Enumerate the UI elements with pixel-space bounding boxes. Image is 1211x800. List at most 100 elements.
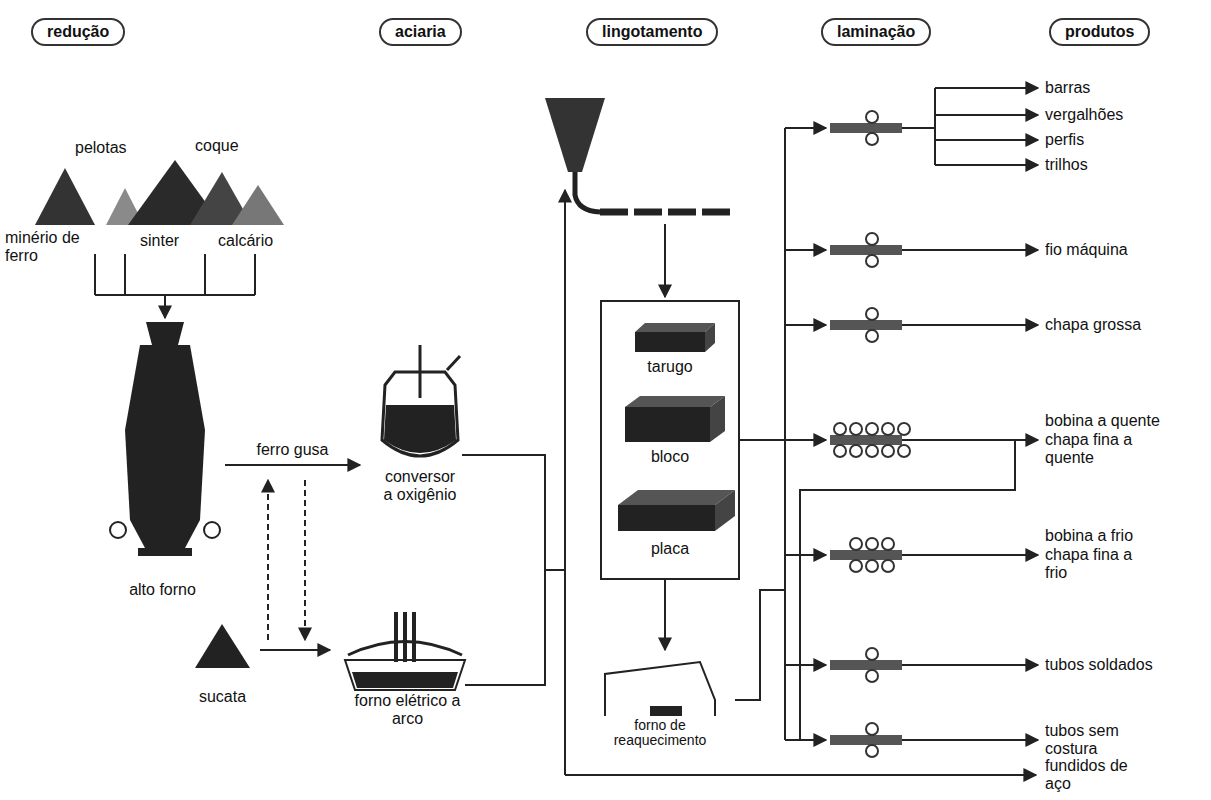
- billet-front: [635, 332, 705, 352]
- billet: [635, 323, 715, 352]
- node-label: alto forno: [129, 581, 196, 599]
- mill-roll: [834, 423, 846, 435]
- melt-line: [462, 455, 565, 685]
- castings-line: [565, 774, 1036, 776]
- mill-roll: [866, 233, 878, 245]
- mill-roll: [866, 330, 878, 342]
- mill-stand: [830, 550, 902, 560]
- mill-roll: [898, 445, 910, 457]
- return-line: [564, 190, 566, 775]
- reheating-furnace: [605, 662, 715, 716]
- mill-roll: [866, 648, 878, 660]
- billet-top: [635, 323, 715, 332]
- header-text: redução: [47, 23, 109, 41]
- oxygen-converter: [382, 345, 460, 456]
- mill-roll: [866, 745, 878, 757]
- mill-roll: [882, 423, 894, 435]
- rolling-mill: [785, 723, 1038, 757]
- product-label: vergalhões: [1045, 106, 1123, 124]
- mill-roll: [866, 560, 878, 572]
- node-label: placa: [651, 540, 689, 558]
- eaf-shell: [345, 660, 465, 690]
- material-label: pelotas: [75, 139, 127, 157]
- slab-side: [715, 490, 735, 531]
- mill-roll: [866, 133, 878, 145]
- blast-furnace: [110, 322, 220, 556]
- mill-roll: [866, 670, 878, 682]
- feed-arrow: [164, 295, 166, 318]
- strand-arrow: [664, 224, 666, 297]
- product-label: chapa grossa: [1045, 316, 1141, 334]
- product-label: trilhos: [1045, 156, 1088, 174]
- cold-feed: [800, 554, 826, 556]
- rolling-mill: [785, 423, 1038, 457]
- converter-node: conversor a oxigênio: [360, 340, 480, 515]
- scrap-node: sucata: [185, 620, 260, 715]
- product-label: perfis: [1045, 131, 1084, 149]
- flow-arrow: [260, 649, 330, 651]
- mill-feed: [785, 324, 826, 326]
- strand-segments: [600, 209, 732, 216]
- header-text: laminação: [837, 23, 915, 41]
- mill-roll: [866, 308, 878, 320]
- material-label: sinter: [140, 232, 179, 250]
- mill-stand: [830, 320, 902, 330]
- product-label: fio máquina: [1045, 241, 1128, 259]
- bloom-front: [625, 407, 710, 442]
- hot-to-cold-line: [800, 440, 1015, 740]
- reheat-shell: [605, 662, 715, 716]
- material-label: coque: [195, 137, 239, 155]
- dashed-arrow: [304, 480, 306, 640]
- stage-header: redução: [31, 18, 125, 46]
- bloom-side: [710, 396, 725, 442]
- feed-line: [95, 254, 255, 295]
- furnace-hopper: [146, 322, 184, 345]
- bloom-top: [625, 396, 725, 407]
- mill-out: [902, 127, 935, 129]
- header-text: produtos: [1065, 23, 1134, 41]
- product-arrow: [902, 439, 1038, 441]
- mill-roll: [866, 538, 878, 550]
- mill-roll: [850, 538, 862, 550]
- slab-front: [618, 505, 715, 531]
- scrap-pile: [195, 624, 250, 668]
- billet-side: [705, 323, 715, 352]
- limestone-pile: [232, 185, 284, 225]
- rolling-bus: [735, 128, 785, 740]
- mill-roll: [866, 423, 878, 435]
- stage-header: aciaria: [379, 18, 462, 46]
- cold-feed: [800, 739, 826, 741]
- product-label: bobina a quente: [1045, 412, 1160, 430]
- tundish: [545, 98, 605, 172]
- electrode: [412, 612, 416, 662]
- eaf-bath: [352, 672, 458, 688]
- hot-stove: [110, 522, 126, 538]
- electrode: [403, 612, 407, 662]
- product-arrow: [902, 249, 1038, 251]
- slab-top: [618, 490, 735, 505]
- cold-feed: [800, 664, 826, 666]
- mill-roll: [850, 445, 862, 457]
- strand: [575, 172, 600, 212]
- product-arrow: [935, 114, 1038, 116]
- mill-feed: [785, 127, 826, 129]
- stage-header: laminação: [821, 18, 931, 46]
- mill-stand: [830, 735, 902, 745]
- bloom: [625, 396, 725, 442]
- blast-furnace-node: alto forno: [100, 315, 225, 607]
- stage-header: lingotamento: [586, 18, 718, 46]
- mill-roll: [866, 255, 878, 267]
- product-branch: [934, 88, 936, 165]
- ore-pile: [35, 168, 95, 225]
- header-text: aciaria: [395, 23, 446, 41]
- mill-roll: [866, 111, 878, 123]
- slab: [618, 490, 735, 531]
- mill-roll: [866, 445, 878, 457]
- node-label: sucata: [199, 688, 246, 706]
- converter-bath: [384, 405, 456, 453]
- product-label: chapa fina a quente: [1045, 431, 1137, 466]
- rolling-mill: [785, 648, 1038, 682]
- mill-feed: [785, 249, 826, 251]
- oxygen-lance: [420, 345, 460, 398]
